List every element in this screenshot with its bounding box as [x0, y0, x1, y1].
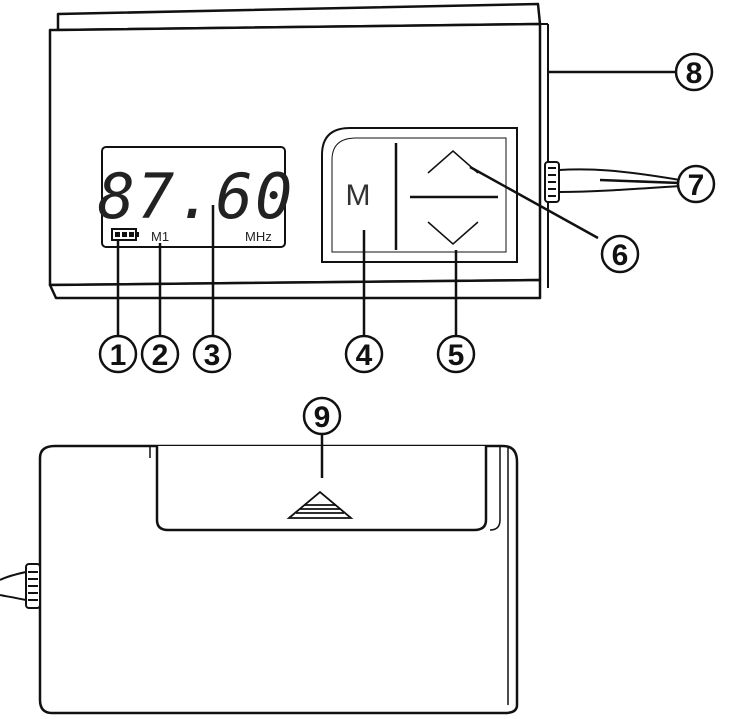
svg-text:6: 6	[612, 239, 629, 272]
unit-label: MHz	[245, 229, 272, 244]
control-panel: M	[322, 128, 517, 262]
callout-6: 6	[602, 236, 638, 272]
svg-text:5: 5	[448, 339, 465, 372]
callout-4: 4	[346, 336, 382, 372]
antenna-connector-back	[0, 564, 40, 608]
callout-5: 5	[438, 336, 474, 372]
svg-text:1: 1	[110, 339, 127, 372]
frequency-readout: 87.60	[98, 160, 295, 233]
svg-text:8: 8	[686, 57, 703, 90]
svg-text:3: 3	[204, 339, 221, 372]
callout-7: 7	[678, 166, 714, 202]
svg-text:9: 9	[314, 401, 331, 434]
lcd-display: 87.60 M1 MHz	[98, 147, 295, 247]
svg-text:2: 2	[152, 339, 169, 372]
callout-8: 8	[676, 54, 712, 90]
callout-9: 9	[304, 398, 340, 434]
callout-1: 1	[100, 336, 136, 372]
callout-2: 2	[142, 336, 178, 372]
callout-3: 3	[194, 336, 230, 372]
memory-indicator: M1	[151, 229, 169, 244]
device-back-view	[40, 446, 517, 713]
memory-button[interactable]: M	[346, 179, 371, 212]
battery-icon	[112, 229, 139, 240]
svg-text:4: 4	[356, 339, 373, 372]
svg-text:7: 7	[688, 169, 705, 202]
